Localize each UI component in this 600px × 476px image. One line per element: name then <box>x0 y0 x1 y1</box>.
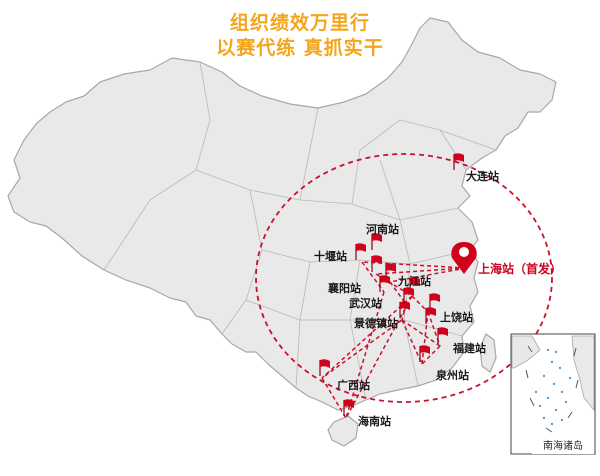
start-station-label: 上海站（首发） <box>478 263 562 275</box>
flag-icon-xiangyang <box>371 255 382 272</box>
flag-icon-extra-1 <box>403 287 414 304</box>
station-flags <box>319 153 464 416</box>
flag-icon-guangxi <box>319 359 330 376</box>
flag-icon-henan <box>371 233 382 250</box>
station-label-hainan: 海南站 <box>358 415 391 428</box>
hainan-island <box>327 415 359 447</box>
station-label-dalian: 大连站 <box>466 170 499 183</box>
station-label-jingdezhen: 景德镇站 <box>354 317 398 330</box>
station-label-henan: 河南站 <box>366 223 399 236</box>
station-label-shangrao: 上饶站 <box>440 311 473 324</box>
inset-label: 南海诸岛 <box>532 440 594 454</box>
station-label-fujian: 福建站 <box>453 342 486 355</box>
china-landmass <box>7 17 557 411</box>
station-label-guangxi: 广西站 <box>337 379 370 392</box>
map-pin-icon <box>451 242 477 274</box>
station-label-xiangyang: 襄阳站 <box>328 282 361 295</box>
flag-icon-shiyan <box>355 243 366 260</box>
inset-nine-dash-line <box>525 345 579 433</box>
flag-icon-extra-2 <box>425 307 436 324</box>
route-loop <box>255 153 553 403</box>
station-label-shiyan: 十堰站 <box>314 250 347 263</box>
inset-coastline <box>511 335 541 369</box>
inset-islands <box>534 348 572 426</box>
station-label-quanzhou: 泉州站 <box>436 369 469 382</box>
flag-icon-fujian <box>437 327 448 344</box>
flag-icon-wuhan <box>379 275 390 292</box>
start-station-note: （首发） <box>514 262 563 276</box>
title-line-2: 以赛代练 真抓实干 <box>216 37 384 59</box>
flag-icon-jingdezhen <box>399 301 410 318</box>
inset-coastline-right <box>571 335 595 412</box>
flag-icon-dalian <box>453 153 464 170</box>
station-label-wuhan: 武汉站 <box>349 297 382 310</box>
start-station-name: 上海站 <box>478 262 515 276</box>
flag-icon-hainan <box>343 399 354 416</box>
title-line-1: 组织绩效万里行 <box>229 12 370 34</box>
station-label-jiujiang: 九江站 <box>398 275 431 288</box>
taiwan-island <box>479 333 497 373</box>
flag-icon-quanzhou <box>419 345 430 362</box>
